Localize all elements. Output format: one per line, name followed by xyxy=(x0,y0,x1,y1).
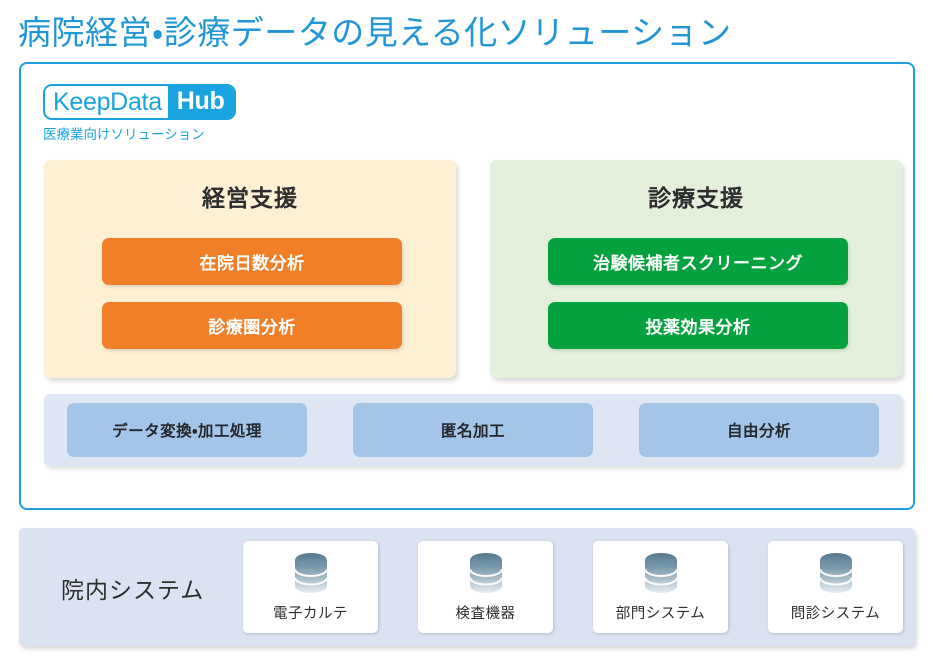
panel-title-clinical-support: 診療支援 xyxy=(648,185,744,211)
system-card-list: 電子カルテ xyxy=(243,541,903,633)
logo-text-keepdata: KeepData xyxy=(53,87,162,116)
panel-title-management-support: 経営支援 xyxy=(202,185,298,211)
system-card-inspection-equipment[interactable]: 検査機器 xyxy=(418,541,553,633)
process-button-data-conversion[interactable]: データ変換・加工処理 xyxy=(67,403,307,457)
process-button-anonymization[interactable]: 匿名加工 xyxy=(353,403,593,457)
hospital-systems-band: 院内システム xyxy=(19,528,915,646)
system-card-label: 検査機器 xyxy=(455,605,516,622)
system-card-label: 電子カルテ xyxy=(273,605,348,622)
feature-button-medical-area-analysis[interactable]: 診療圏分析 xyxy=(102,302,402,349)
system-card-label: 部門システム xyxy=(615,605,706,622)
feature-button-medication-effect-analysis[interactable]: 投薬効果分析 xyxy=(548,302,848,349)
database-icon xyxy=(291,552,331,599)
system-card-label: 問診システム xyxy=(790,605,881,622)
hospital-systems-label: 院内システム xyxy=(61,577,205,603)
feature-button-trial-candidate-screening[interactable]: 治験候補者スクリーニング xyxy=(548,238,848,285)
logo-subtitle: 医療業向けソリューション xyxy=(43,127,205,142)
database-icon xyxy=(466,552,506,599)
page-title: 病院経営・診療データの見える化ソリューション xyxy=(18,14,732,51)
logo-text-hub: Hub xyxy=(167,86,234,118)
panel-management-support: 経営支援 在院日数分析 診療圏分析 xyxy=(44,160,456,378)
system-card-department-system[interactable]: 部門システム xyxy=(593,541,728,633)
system-card-electronic-health-record[interactable]: 電子カルテ xyxy=(243,541,378,633)
system-card-questionnaire-system[interactable]: 問診システム xyxy=(768,541,903,633)
database-icon xyxy=(641,552,681,599)
database-icon xyxy=(816,552,856,599)
feature-button-length-of-stay-analysis[interactable]: 在院日数分析 xyxy=(102,238,402,285)
processing-band: データ変換・加工処理 匿名加工 自由分析 xyxy=(44,394,902,466)
panel-clinical-support: 診療支援 治験候補者スクリーニング 投薬効果分析 xyxy=(490,160,902,378)
process-button-free-analysis[interactable]: 自由分析 xyxy=(639,403,879,457)
